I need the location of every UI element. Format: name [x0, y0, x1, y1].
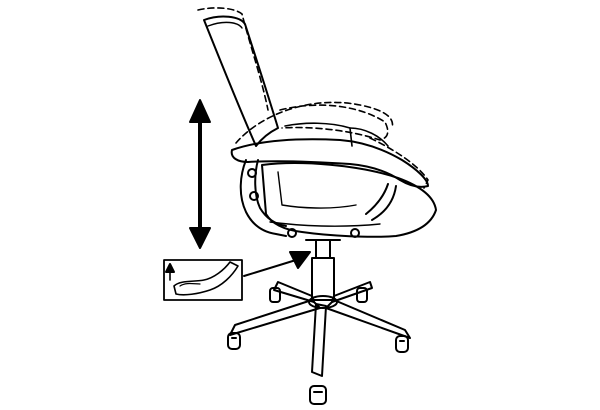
- backrest: [203, 15, 279, 147]
- caster-wheel: [227, 332, 241, 350]
- five-star-base: [229, 281, 411, 377]
- pointer-arrow: [243, 251, 311, 277]
- seat-raised-outline: [235, 101, 394, 144]
- caster-wheel: [269, 287, 281, 303]
- caster-wheel: [309, 385, 327, 405]
- gas-lift-column: [305, 239, 341, 301]
- caster-wheel: [395, 335, 409, 353]
- caster-wheels: [227, 287, 409, 405]
- caster-wheel: [356, 287, 368, 303]
- armrest-raised-outline-front: [369, 137, 429, 189]
- height-arrow: [189, 99, 211, 249]
- lever-pull-arrow: [165, 263, 175, 281]
- armrest-raised-outline: [279, 104, 389, 141]
- adjustment-lever: [173, 261, 239, 296]
- seat: [261, 162, 437, 238]
- side-frame: [239, 159, 397, 238]
- lever-callout-box: [163, 259, 243, 301]
- backrest-raised-outline: [197, 7, 269, 111]
